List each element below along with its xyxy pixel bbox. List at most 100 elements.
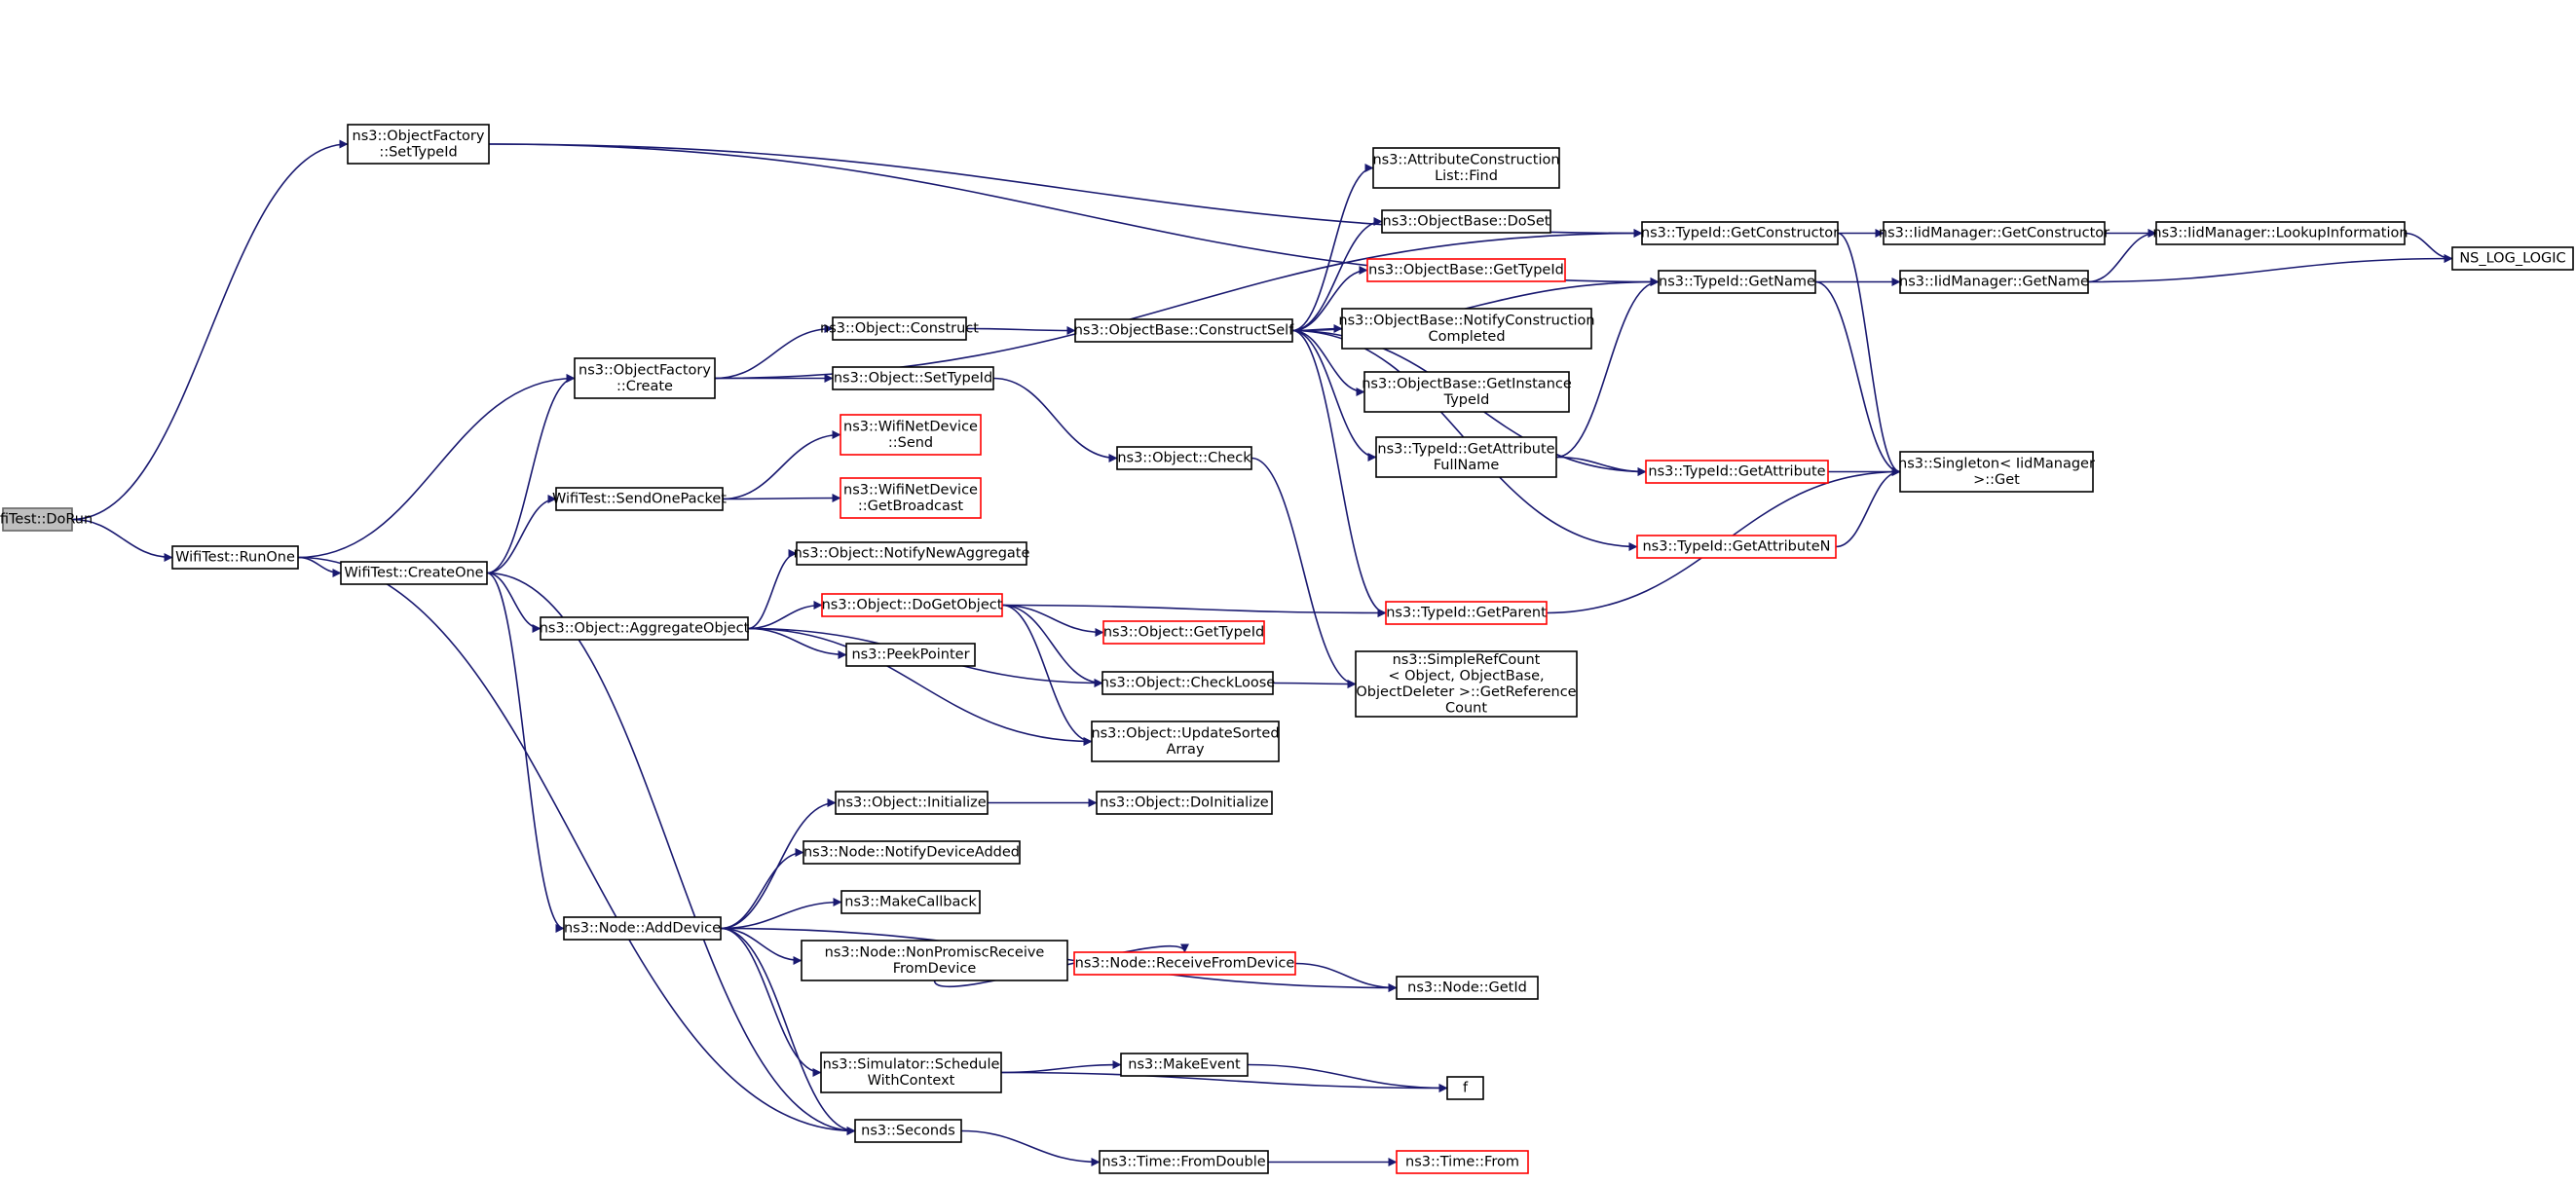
node-wifitest-sendonepacket[interactable]: WifiTest::SendOnePacket bbox=[552, 487, 727, 511]
node-object-construct[interactable]: ns3::Object::Construct bbox=[820, 316, 979, 341]
node-label: NS_LOG_LOGIC bbox=[2459, 251, 2565, 267]
node-typeid-getattributen[interactable]: ns3::TypeId::GetAttributeN bbox=[1636, 535, 1837, 559]
node-object-settypeid[interactable]: ns3::Object::SetTypeId bbox=[832, 366, 994, 390]
node-f[interactable]: f bbox=[1446, 1076, 1484, 1100]
node-object-gettypeid[interactable]: ns3::Object::GetTypeId bbox=[1102, 620, 1265, 645]
node-box bbox=[171, 545, 299, 570]
edge-object-construct-to-objectbase-constructself bbox=[965, 325, 1076, 335]
node-box bbox=[1381, 209, 1551, 234]
node-label: ns3::AttributeConstruction bbox=[1372, 152, 1559, 167]
edge-object-dogetobject-to-typeid-getparent bbox=[1001, 604, 1387, 617]
node-wifinetdevice-send[interactable]: ns3::WifiNetDevice::Send bbox=[840, 414, 982, 456]
node-objectbase-gettypeid[interactable]: ns3::ObjectBase::GetTypeId bbox=[1366, 258, 1566, 282]
node-iidmanager-lookupinformation[interactable]: ns3::IidManager::LookupInformation bbox=[2152, 221, 2408, 245]
node-label: ns3::Node::ReceiveFromDevice bbox=[1075, 956, 1295, 972]
edge-object-dogetobject-to-object-checkloose bbox=[1001, 604, 1103, 687]
node-makecallback[interactable]: ns3::MakeCallback bbox=[840, 890, 981, 914]
node-time-from[interactable]: ns3::Time::From bbox=[1396, 1150, 1529, 1174]
node-label: ns3::Time::FromDouble bbox=[1101, 1155, 1265, 1170]
node-object-notifynewaggregate[interactable]: ns3::Object::NotifyNewAggregate bbox=[794, 541, 1030, 566]
node-iidmanager-getname[interactable]: ns3::IidManager::GetName bbox=[1899, 270, 2089, 294]
edge-iidmanager-getname-to-ns-log-logic bbox=[2087, 254, 2453, 283]
node-box bbox=[835, 791, 989, 815]
node-node-receivefromdevice[interactable]: ns3::Node::ReceiveFromDevice bbox=[1073, 951, 1296, 976]
node-objectbase-doset[interactable]: ns3::ObjectBase::DoSet bbox=[1381, 209, 1551, 234]
node-makeevent[interactable]: ns3::MakeEvent bbox=[1120, 1053, 1249, 1077]
node-layer: WifiTest::DoRun ns3::ObjectFactory::SetTy… bbox=[0, 124, 2574, 1174]
node-label: FullName bbox=[1434, 458, 1500, 473]
node-label: ns3::TypeId::GetAttribute bbox=[1648, 464, 1825, 480]
node-box bbox=[832, 366, 994, 390]
node-label: ns3::TypeId::GetAttribute bbox=[1377, 441, 1554, 457]
node-object-checkloose[interactable]: ns3::Object::CheckLoose bbox=[1101, 671, 1275, 695]
node-peekpointer[interactable]: ns3::PeekPointer bbox=[845, 643, 976, 667]
node-box bbox=[1645, 460, 1829, 484]
edge-simulator-schedulewithcontext-to-makeevent bbox=[1000, 1060, 1122, 1074]
node-box bbox=[1375, 436, 1557, 478]
node-box bbox=[1899, 270, 2089, 294]
node-box bbox=[821, 593, 1003, 617]
node-typeid-getparent[interactable]: ns3::TypeId::GetParent bbox=[1385, 601, 1548, 625]
node-typeid-getconstructor[interactable]: ns3::TypeId::GetConstructor bbox=[1641, 221, 1839, 245]
node-object-doinitialize[interactable]: ns3::Object::DoInitialize bbox=[1096, 791, 1273, 815]
node-objectfactory-create[interactable]: ns3::ObjectFactory::Create bbox=[574, 357, 716, 399]
node-label: ns3::Time::From bbox=[1405, 1155, 1519, 1170]
edge-objectbase-constructself-to-objectbase-gettypeid bbox=[1291, 266, 1368, 332]
node-iidmanager-getconstructor[interactable]: ns3::IidManager::GetConstructor bbox=[1879, 221, 2109, 245]
edge-node-receivefromdevice-to-node-getid bbox=[1294, 962, 1398, 992]
node-simplerefcount-object-objectbase-objectdeleter-getreferencecount[interactable]: ns3::SimpleRefCount< Object, ObjectBase,… bbox=[1355, 650, 1578, 718]
node-box bbox=[1101, 671, 1274, 695]
node-time-fromdouble[interactable]: ns3::Time::FromDouble bbox=[1099, 1150, 1269, 1174]
edge-node-adddevice-to-seconds bbox=[720, 927, 856, 1135]
node-typeid-getname[interactable]: ns3::TypeId::GetName bbox=[1658, 270, 1816, 294]
node-seconds[interactable]: ns3::Seconds bbox=[854, 1119, 962, 1143]
node-label: ns3::Node::NonPromiscReceive bbox=[825, 944, 1045, 960]
node-box bbox=[845, 643, 976, 667]
node-label: WithContext bbox=[868, 1073, 955, 1089]
node-ns-log-logic[interactable]: NS_LOG_LOGIC bbox=[2451, 246, 2574, 271]
edge-node-adddevice-to-node-notifydeviceadded bbox=[720, 848, 804, 930]
node-label: ns3::Object::DoGetObject bbox=[822, 598, 1003, 613]
node-box bbox=[2451, 246, 2574, 271]
node-objectfactory-settypeid[interactable]: ns3::ObjectFactory::SetTypeId bbox=[347, 124, 490, 165]
node-object-initialize[interactable]: ns3::Object::Initialize bbox=[835, 791, 989, 815]
node-label: ns3::SimpleRefCount bbox=[1393, 652, 1541, 668]
node-wifitest-dorun[interactable]: WifiTest::DoRun bbox=[0, 507, 93, 532]
node-wifitest-runone[interactable]: WifiTest::RunOne bbox=[171, 545, 299, 570]
edge-simulator-schedulewithcontext-to-f bbox=[1000, 1071, 1448, 1092]
edge-layer bbox=[71, 139, 2453, 1166]
node-objectbase-notifyconstructioncompleted[interactable]: ns3::ObjectBase::NotifyConstructionCompl… bbox=[1338, 308, 1595, 350]
node-label: List::Find bbox=[1435, 168, 1498, 184]
node-object-check[interactable]: ns3::Object::Check bbox=[1116, 446, 1252, 470]
node-label: f bbox=[1463, 1081, 1469, 1096]
node-box bbox=[796, 541, 1027, 566]
edge-node-adddevice-to-node-nonpromiscreceivefromdevice bbox=[720, 927, 803, 965]
node-label: ns3::Object::SetTypeId bbox=[834, 371, 992, 387]
node-singleton-iidmanager-get[interactable]: ns3::Singleton< IidManager >::Get bbox=[1898, 451, 2095, 493]
node-label: ns3::TypeId::GetAttributeN bbox=[1642, 539, 1830, 555]
edge-objectfactory-create-to-typeid-getconstructor bbox=[714, 229, 1643, 380]
node-wifinetdevice-getbroadcast[interactable]: ns3::WifiNetDevice::GetBroadcast bbox=[840, 477, 982, 519]
node-objectbase-constructself[interactable]: ns3::ObjectBase::ConstructSelf bbox=[1074, 318, 1294, 343]
node-box bbox=[1363, 371, 1570, 413]
node-object-aggregateobject[interactable]: ns3::Object::AggregateObject bbox=[540, 616, 750, 641]
node-object-dogetobject[interactable]: ns3::Object::DoGetObject bbox=[821, 593, 1003, 617]
node-box bbox=[820, 1052, 1002, 1093]
node-wifitest-createone[interactable]: WifiTest::CreateOne bbox=[340, 561, 488, 585]
node-node-notifydeviceadded[interactable]: ns3::Node::NotifyDeviceAdded bbox=[803, 840, 1021, 865]
node-label: ns3::TypeId::GetName bbox=[1659, 275, 1815, 290]
node-node-getid[interactable]: ns3::Node::GetId bbox=[1396, 976, 1539, 1000]
node-typeid-getattribute[interactable]: ns3::TypeId::GetAttribute bbox=[1645, 460, 1829, 484]
node-label: WifiTest::CreateOne bbox=[344, 566, 483, 581]
node-node-adddevice[interactable]: ns3::Node::AddDevice bbox=[563, 916, 722, 941]
node-box bbox=[347, 124, 490, 165]
node-label: ::SetTypeId bbox=[379, 144, 457, 160]
node-label: ns3::Object::Check bbox=[1117, 451, 1251, 466]
node-label: WifiTest::DoRun bbox=[0, 512, 93, 528]
